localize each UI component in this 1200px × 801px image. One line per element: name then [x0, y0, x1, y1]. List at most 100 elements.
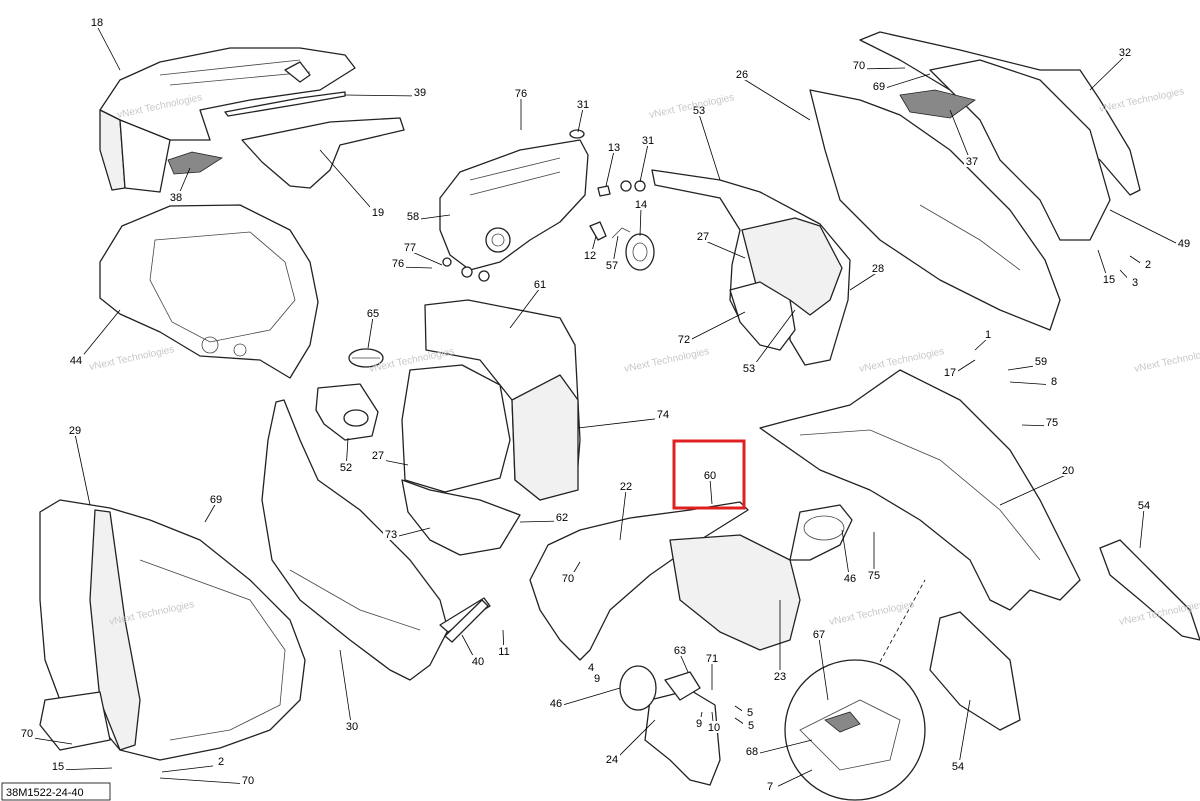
callout-54: 54: [1138, 500, 1150, 512]
callout-bg-75: [866, 569, 882, 581]
leader-line-53: [748, 309, 796, 373]
callout-70: 70: [562, 573, 574, 585]
callout-70: 70: [242, 775, 254, 787]
leader-line-49: [1109, 209, 1185, 248]
leader-line-70: [159, 777, 249, 785]
part-54-shape: [929, 539, 1200, 731]
leader-line-61: [509, 287, 541, 329]
callout-9: 9: [696, 718, 702, 730]
callout-15: 15: [52, 761, 64, 773]
callout-bg-22: [618, 480, 634, 492]
callout-20: 20: [1062, 465, 1074, 477]
callout-bg-31: [640, 134, 656, 146]
leader-line-69: [204, 502, 217, 523]
callout-24: 24: [606, 754, 618, 766]
callout-bg-12: [582, 249, 598, 261]
callout-31: 31: [577, 99, 589, 111]
callout-5: 5: [748, 720, 754, 732]
callout-bg-15: [1101, 273, 1117, 285]
callout-bg-59: [1033, 355, 1049, 367]
leader-line-72: [683, 311, 746, 344]
part-65-shape: [348, 348, 384, 368]
callout-68: 68: [746, 746, 758, 758]
callout-bg-11: [496, 645, 512, 657]
leader-line-20: [999, 473, 1069, 506]
callout-71: 71: [706, 653, 718, 665]
callout-38: 38: [170, 192, 182, 204]
callout-bg-74: [655, 408, 671, 420]
leader-line-27: [702, 239, 746, 259]
callout-bg-18: [89, 16, 105, 28]
callout-bg-69: [208, 493, 224, 505]
callout-75: 75: [1046, 417, 1058, 429]
callout-40: 40: [472, 656, 484, 668]
callout-bg-58: [405, 210, 421, 222]
leader-line-15: [57, 767, 113, 771]
callout-bg-15: [50, 760, 66, 772]
watermark-2: vNext Technologies: [1098, 86, 1185, 115]
callout-76: 76: [392, 258, 404, 270]
callout-49: 49: [1178, 238, 1190, 250]
callout-bg-2: [213, 755, 229, 767]
callout-bg-62: [554, 511, 570, 523]
part-67-detail-shape: [784, 579, 926, 801]
callout-4: 4: [588, 662, 594, 674]
leader-line-77: [409, 250, 443, 266]
callout-bg-1: [980, 328, 996, 340]
part-38-shape: [167, 151, 224, 175]
callout-bg-9: [589, 672, 605, 684]
leader-line-69: [878, 73, 931, 91]
callout-bg-53: [741, 362, 757, 374]
leader-line-46: [555, 687, 621, 708]
callout-bg-73: [383, 528, 399, 540]
callout-bg-32: [1117, 46, 1133, 58]
leader-line-63: [679, 653, 689, 673]
callout-13: 13: [608, 142, 620, 154]
callout-30: 30: [346, 721, 358, 733]
part-52-shape: [315, 383, 379, 441]
callout-bg-38: [168, 191, 184, 203]
leader-line-53: [698, 113, 721, 181]
callout-bg-44: [68, 354, 84, 366]
callout-bg-17: [942, 366, 958, 378]
callout-bg-23: [772, 670, 788, 682]
callout-bg-5: [743, 719, 759, 731]
callout-bg-13: [606, 141, 622, 153]
callout-bg-3: [1127, 276, 1143, 288]
callout-bg-20: [1060, 464, 1076, 476]
callout-77: 77: [404, 242, 416, 254]
callout-2: 2: [218, 756, 224, 768]
callout-28: 28: [872, 263, 884, 275]
watermark-1: vNext Technologies: [648, 92, 735, 121]
callout-69: 69: [873, 81, 885, 93]
callout-bg-39: [412, 86, 428, 98]
callout-bg-77: [402, 241, 418, 253]
callout-23: 23: [774, 671, 786, 683]
part-58-shape: [439, 139, 589, 282]
callout-15: 15: [1103, 274, 1115, 286]
callout-bg-37: [964, 155, 980, 167]
callout-26: 26: [736, 69, 748, 81]
callout-bg-70: [851, 59, 867, 71]
callout-bg-69: [871, 80, 887, 92]
part-26-shape: [809, 31, 1141, 331]
callout-11: 11: [498, 646, 509, 658]
callout-bg-8: [1046, 375, 1062, 387]
callout-bg-52: [338, 461, 354, 473]
callout-70: 70: [853, 60, 865, 72]
reference-code: 38M1522-24-40: [6, 787, 84, 799]
callout-62: 62: [556, 512, 568, 524]
watermark-3: vNext Technologies: [88, 344, 175, 373]
leader-line-39: [344, 94, 421, 97]
part-14-shape: [569, 129, 655, 271]
callout-53: 53: [743, 363, 755, 375]
callout-3: 3: [1132, 277, 1138, 289]
leader-line-32: [1089, 55, 1126, 91]
callout-bg-63: [672, 644, 688, 656]
callout-17: 17: [944, 367, 956, 379]
leader-line-29: [74, 433, 91, 506]
callout-27: 27: [697, 231, 709, 243]
callout-bg-70: [19, 727, 35, 739]
callout-bg-14: [633, 198, 649, 210]
highlight-box-part-60: [672, 439, 746, 510]
